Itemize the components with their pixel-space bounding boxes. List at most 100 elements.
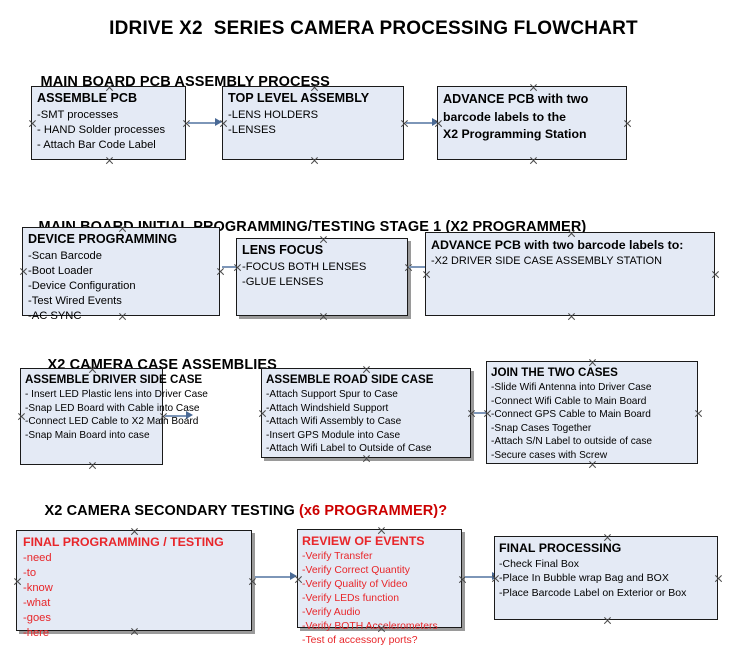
node-title: ASSEMBLE DRIVER SIDE CASE <box>25 373 203 386</box>
node-line: -Attach Windshield Support <box>266 402 389 414</box>
node-line: - Attach Bar Code Label <box>37 138 156 151</box>
node-line: -Boot Loader <box>28 264 93 277</box>
node-line: -X2 DRIVER SIDE CASE ASSEMBLY STATION <box>431 255 662 268</box>
node-title: REVIEW OF EVENTS <box>302 534 425 548</box>
node-line: -Snap Cases Together <box>491 422 592 434</box>
connector-handle <box>248 577 257 586</box>
connector-handle <box>711 270 720 279</box>
node-line: -Verify Correct Quantity <box>302 565 410 577</box>
node-line: -AC SYNC <box>28 309 82 322</box>
node-line: -Device Configuration <box>28 279 136 292</box>
page-title: IDRIVE X2 SERIES CAMERA PROCESSING FLOWC… <box>109 18 638 39</box>
node-line: -here <box>23 627 50 640</box>
node-line: -Slide Wifi Antenna into Driver Case <box>491 382 652 394</box>
node-device-programming[interactable]: DEVICE PROGRAMMING -Scan Barcode -Boot L… <box>19 227 220 322</box>
arrow-connector <box>406 118 439 127</box>
arrow-connector <box>255 572 297 581</box>
node-title: ADVANCE PCB with two barcode labels to: <box>431 238 684 252</box>
node-line: -Snap LED Board with Cable into Case <box>25 402 200 414</box>
node-line: -Snap Main Board into case <box>25 429 150 441</box>
connector-handle <box>694 409 703 418</box>
connector-handle <box>28 119 37 128</box>
node-line: -Test Wired Events <box>28 294 122 307</box>
node-line: - Insert LED Plastic lens into Driver Ca… <box>25 389 208 401</box>
connector-handle <box>19 267 28 276</box>
connector-handle <box>319 312 328 321</box>
node-line: -Secure cases with Screw <box>491 449 608 461</box>
node-title: TOP LEVEL ASSEMBLY <box>228 91 370 105</box>
node-line: -know <box>23 582 53 595</box>
node-line: -to <box>23 567 37 580</box>
connector-handle <box>400 119 409 128</box>
node-line: -Place In Bubble wrap Bag and BOX <box>499 572 669 585</box>
node-line: -Verify Transfer <box>302 551 373 563</box>
node-title: FINAL PROGRAMMING / TESTING <box>23 535 224 549</box>
node-line: -Attach S/N Label to outside of case <box>491 436 653 448</box>
connector-handle <box>458 575 467 584</box>
node-line: -Connect GPS Cable to Main Board <box>491 409 651 421</box>
connector-handle <box>422 270 431 279</box>
connector-handle <box>567 312 576 321</box>
node-title: ASSEMBLE ROAD SIDE CASE <box>266 373 434 386</box>
connector-handle <box>623 119 632 128</box>
node-line: -Insert GPS Module into Case <box>266 429 401 441</box>
node-final-programming-testing[interactable]: FINAL PROGRAMMING / TESTING -need -to -k… <box>13 530 252 639</box>
connector-handle <box>529 156 538 165</box>
arrow-connector <box>188 118 222 127</box>
node-assemble-pcb[interactable]: ASSEMBLE PCB -SMT processes - HAND Solde… <box>31 86 186 160</box>
connector-handle <box>233 263 242 272</box>
section-heading-4: X2 CAMERA SECONDARY TESTING (x6 PROGRAMM… <box>28 487 448 535</box>
node-line: -Verify LEDs function <box>302 593 400 605</box>
node-advance-pcb-station[interactable]: ADVANCE PCB with two barcode labels to t… <box>437 86 627 160</box>
connector-handle <box>216 267 225 276</box>
connector-handle <box>310 156 319 165</box>
node-line: -Connect LED Cable to X2 Main Board <box>25 416 199 428</box>
node-line: -goes <box>23 612 51 625</box>
node-line-overflow: -Test of accessory ports? <box>302 635 418 646</box>
connector-handle <box>105 156 114 165</box>
node-line: -FOCUS BOTH LENSES <box>242 260 367 273</box>
connector-handle <box>434 119 443 128</box>
connector-handle <box>603 616 612 625</box>
node-line: -Verify BOTH Accelerometers <box>302 621 438 633</box>
node-title: FINAL PROCESSING <box>499 541 622 555</box>
node-line: X2 Programming Station <box>443 127 587 142</box>
node-line: -LENS HOLDERS <box>228 108 319 121</box>
node-line: -Verify Quality of Video <box>302 579 408 591</box>
connector-handle <box>467 409 476 418</box>
node-line: -Attach Wifi Label to Outside of Case <box>266 443 432 455</box>
node-join-the-two-cases[interactable]: JOIN THE TWO CASES -Slide Wifi Antenna i… <box>486 361 698 464</box>
node-line: -Place Barcode Label on Exterior or Box <box>499 586 687 599</box>
section-heading-4-text: X2 CAMERA SECONDARY TESTING <box>44 503 299 519</box>
node-title: ADVANCE PCB with two <box>443 92 589 106</box>
node-top-level-assembly[interactable]: TOP LEVEL ASSEMBLY -LENS HOLDERS -LENSES <box>222 86 404 160</box>
node-lens-focus[interactable]: LENS FOCUS -FOCUS BOTH LENSES -GLUE LENS… <box>236 238 408 316</box>
node-title: LENS FOCUS <box>242 243 324 257</box>
node-line: barcode labels to the <box>443 109 566 124</box>
node-title: ASSEMBLE PCB <box>37 91 138 105</box>
node-advance-pcb-driver-station[interactable]: ADVANCE PCB with two barcode labels to: … <box>425 232 715 316</box>
node-line: -GLUE LENSES <box>242 275 324 288</box>
section-heading-4-accent: (x6 PROGRAMMER)? <box>298 503 448 519</box>
node-line: -LENSES <box>228 123 276 136</box>
connector-handle <box>404 263 413 272</box>
connector-handle <box>88 461 97 470</box>
node-line: -Scan Barcode <box>28 249 103 262</box>
node-line: -need <box>23 552 52 565</box>
node-line: -Check Final Box <box>499 558 579 571</box>
node-final-processing[interactable]: FINAL PROCESSING -Check Final Box -Place… <box>494 536 718 620</box>
node-line: -SMT processes <box>37 108 119 121</box>
connector-handle <box>13 577 22 586</box>
node-review-of-events[interactable]: REVIEW OF EVENTS -Verify Transfer -Verif… <box>297 529 462 646</box>
node-line: - HAND Solder processes <box>37 123 166 136</box>
node-line: -Attach Support Spur to Case <box>266 389 398 401</box>
node-title: DEVICE PROGRAMMING <box>28 232 178 246</box>
node-line: -what <box>23 597 51 610</box>
node-assemble-driver-side-case[interactable]: ASSEMBLE DRIVER SIDE CASE - Insert LED P… <box>20 368 208 465</box>
node-line: -Connect Wifi Cable to Main Board <box>491 395 647 407</box>
node-title: JOIN THE TWO CASES <box>491 366 618 379</box>
connector-handle <box>219 119 228 128</box>
node-line: -Verify Audio <box>302 607 361 619</box>
node-assemble-road-side-case[interactable]: ASSEMBLE ROAD SIDE CASE -Attach Support … <box>261 368 471 458</box>
